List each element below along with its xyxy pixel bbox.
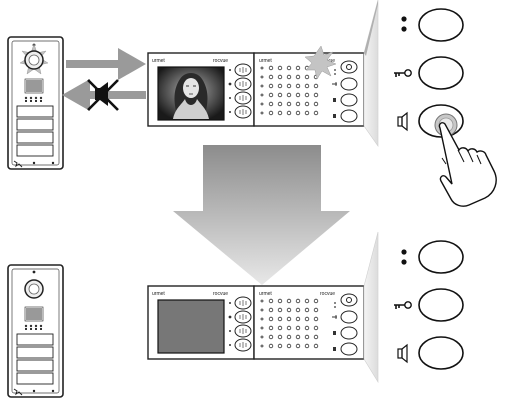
speaker-muted-icon — [87, 79, 119, 111]
callout-row-2 — [394, 288, 464, 322]
signal-arrow-to-monitor — [66, 48, 146, 80]
zoom-callout-top — [363, 0, 379, 147]
brand-logo: urmet — [152, 291, 165, 297]
brand-logo-right: urmet — [259, 291, 272, 297]
monitor-button-icons-left — [228, 69, 232, 113]
callout-row-3 — [397, 336, 464, 370]
name-buttons — [16, 105, 54, 157]
model-label: rocvue — [213, 291, 228, 297]
call-button-callout — [418, 8, 464, 42]
door-entry-panel-bottom — [7, 264, 64, 398]
audio-dot-grid — [260, 298, 319, 349]
model-label: rocvue — [213, 58, 228, 64]
speaker-grille — [24, 78, 44, 94]
callout-row-3 — [397, 104, 464, 138]
two-dot-icon — [401, 249, 407, 265]
model-label-right: rocvue — [320, 291, 335, 297]
monitor-button-icons-left — [228, 302, 232, 346]
two-dot-icon — [401, 16, 407, 32]
door-button-callout — [418, 336, 464, 370]
indoor-monitor-top: urmet rocvue urmet rocvue — [147, 45, 365, 127]
monitor-buttons-left — [234, 63, 252, 119]
monitor-buttons-left — [234, 296, 252, 352]
indicator-leds — [24, 96, 43, 102]
monitor-button-icons-right — [332, 302, 337, 351]
pressing-hand-icon — [438, 122, 497, 207]
indicator-leds — [24, 324, 43, 330]
panel-footer — [13, 388, 55, 396]
button-flash-icon — [304, 45, 337, 80]
door-lock-icon — [397, 111, 408, 132]
callout-row-2 — [394, 56, 464, 90]
transition-arrow — [173, 145, 350, 285]
key-button-callout — [418, 56, 464, 90]
door-lock-icon — [397, 343, 408, 364]
monitor-buttons-right — [340, 60, 358, 123]
zoom-callout-bottom — [363, 231, 379, 384]
monitor-button-icons-right — [332, 69, 337, 118]
signal-arrow-blocked — [62, 79, 146, 111]
brand-logo: urmet — [152, 58, 165, 64]
monitor-buttons-right — [340, 293, 358, 356]
indoor-monitor-bottom: urmet rocvue urmet rocvue — [147, 285, 365, 360]
brand-logo-right: urmet — [259, 58, 272, 64]
audio-dot-grid — [260, 65, 319, 116]
key-icon — [394, 301, 412, 309]
video-screen-off — [157, 299, 225, 354]
panel-footer — [13, 160, 55, 168]
name-buttons — [16, 333, 54, 385]
visitor-image — [173, 73, 209, 119]
key-button-callout — [418, 288, 464, 322]
door-entry-panel-top — [7, 36, 64, 170]
speaker-grille — [24, 306, 44, 322]
call-button-callout — [418, 240, 464, 274]
callout-row-1 — [401, 8, 464, 42]
key-icon — [394, 69, 412, 77]
callout-row-1 — [401, 240, 464, 274]
